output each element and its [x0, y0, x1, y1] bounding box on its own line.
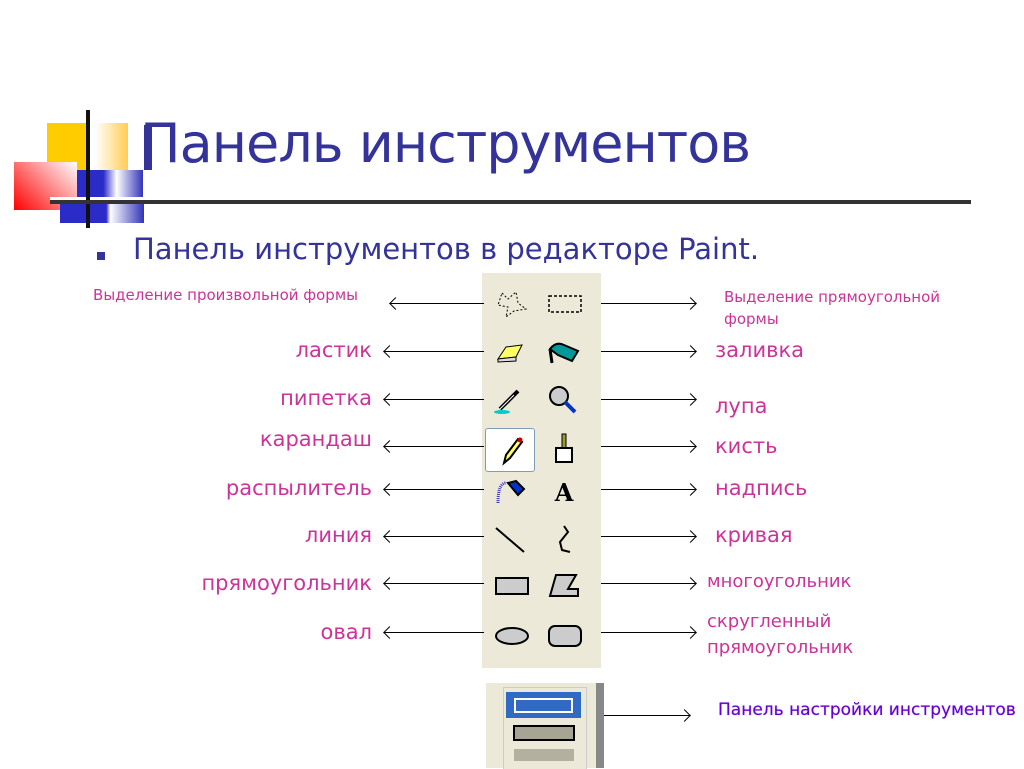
pencil-icon[interactable]: [485, 428, 535, 472]
label-fill: заливка: [715, 338, 805, 362]
label-rect-select: Выделение прямоугольной формы: [724, 288, 941, 328]
paint-toolbox: A: [482, 272, 601, 668]
option-filled[interactable]: [514, 749, 574, 761]
option-outline[interactable]: [506, 692, 581, 718]
label-airbrush: распылитель: [225, 476, 372, 500]
arrow-left: [384, 632, 484, 633]
option-filled-outline[interactable]: [513, 725, 575, 741]
decorative-logo: [0, 100, 160, 230]
tool-options-panel: [486, 683, 604, 769]
label-polygon: многоугольник: [707, 571, 852, 592]
text-icon[interactable]: A: [554, 477, 574, 507]
eraser-icon[interactable]: [485, 332, 535, 372]
label-ellipse: овал: [320, 620, 372, 644]
arrow-right: [601, 446, 696, 447]
rounded-rect-icon[interactable]: [539, 614, 589, 654]
arrow-left: [384, 399, 484, 400]
subtitle: Панель инструментов в редакторе Paint.: [133, 232, 760, 266]
arrow-right: [601, 583, 696, 584]
rectangle-icon[interactable]: [485, 566, 535, 606]
arrow-left: [384, 446, 484, 447]
label-brush: кисть: [715, 434, 778, 458]
brush-icon[interactable]: [539, 428, 589, 468]
curve-icon[interactable]: [539, 519, 589, 559]
bullet-icon: [97, 252, 105, 260]
label-curve: кривая: [715, 523, 793, 547]
ellipse-icon[interactable]: [485, 614, 535, 654]
arrow-left: [390, 303, 484, 304]
label-pencil: карандаш: [259, 427, 372, 451]
eyedropper-icon[interactable]: [485, 380, 535, 420]
magnifier-icon[interactable]: [539, 380, 589, 420]
airbrush-icon[interactable]: [485, 472, 535, 512]
arrow-right: [601, 351, 696, 352]
arrow-right: [604, 715, 690, 716]
arrow-right: [601, 536, 696, 537]
arrow-right: [601, 399, 696, 400]
arrow-left: [384, 489, 484, 490]
arrow-right: [601, 632, 696, 633]
label-magnifier: лупа: [715, 394, 768, 418]
label-options-panel: Панель настройки инструментов: [718, 700, 1016, 720]
rect-select-icon[interactable]: [539, 284, 589, 324]
arrow-left: [384, 583, 484, 584]
label-rectangle: прямоугольник: [201, 571, 372, 595]
page-title: Панель инструментов: [140, 112, 751, 175]
label-rounded-rect: скругленный прямоугольник: [707, 611, 854, 658]
arrow-left: [384, 536, 484, 537]
label-eyedropper: пипетка: [280, 386, 372, 410]
free-select-icon[interactable]: [485, 284, 535, 324]
arrow-right: [601, 303, 696, 304]
polygon-icon[interactable]: [539, 566, 589, 606]
label-eraser: ластик: [295, 338, 372, 362]
label-text: надпись: [715, 476, 808, 500]
arrow-right: [601, 489, 696, 490]
title-divider: [50, 200, 971, 204]
line-icon[interactable]: [485, 519, 535, 559]
arrow-left: [384, 351, 484, 352]
fill-bucket-icon[interactable]: [539, 332, 589, 372]
label-free-select: Выделение произвольной формы: [93, 286, 358, 304]
label-line: линия: [304, 523, 372, 547]
